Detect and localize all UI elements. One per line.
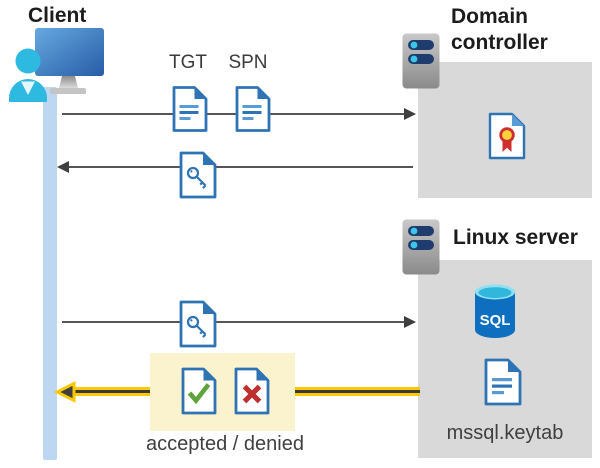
- linux-server-label: Linux server: [453, 226, 578, 249]
- present-ticket-arrowhead-icon: [404, 316, 416, 328]
- client-workstation-icon: [6, 24, 106, 102]
- request-arrowhead-icon: [404, 108, 416, 120]
- result-highlight-box: [150, 353, 295, 431]
- keytab-document-icon: [483, 357, 523, 407]
- request-arrow: [62, 113, 406, 115]
- ticket-response-arrowhead-icon: [57, 161, 69, 173]
- key-document-icon: [178, 299, 218, 349]
- client-timeline-bar: [43, 87, 57, 460]
- domain-controller-server-icon: [402, 33, 440, 89]
- spn-label: SPN: [228, 52, 268, 73]
- present-ticket-arrow: [62, 321, 406, 323]
- result-caption: accepted / denied: [146, 433, 304, 455]
- result-arrowhead-icon: [54, 381, 76, 403]
- keytab-label: mssql.keytab: [446, 422, 564, 444]
- linux-server-server-icon: [402, 219, 440, 275]
- client-label: Client: [28, 4, 87, 27]
- key-document-icon: [178, 150, 218, 200]
- certificate-document-icon: [487, 111, 527, 161]
- ticket-response-arrow: [68, 166, 413, 168]
- tgt-document-icon: [171, 85, 209, 133]
- spn-document-icon: [234, 85, 272, 133]
- denied-document-icon: [233, 366, 271, 416]
- sql-label: SQL: [480, 312, 511, 329]
- tgt-label: TGT: [169, 52, 207, 73]
- accepted-document-icon: [180, 366, 218, 416]
- domain-controller-label: Domain controller: [451, 5, 548, 54]
- sql-database-icon: SQL: [474, 283, 516, 340]
